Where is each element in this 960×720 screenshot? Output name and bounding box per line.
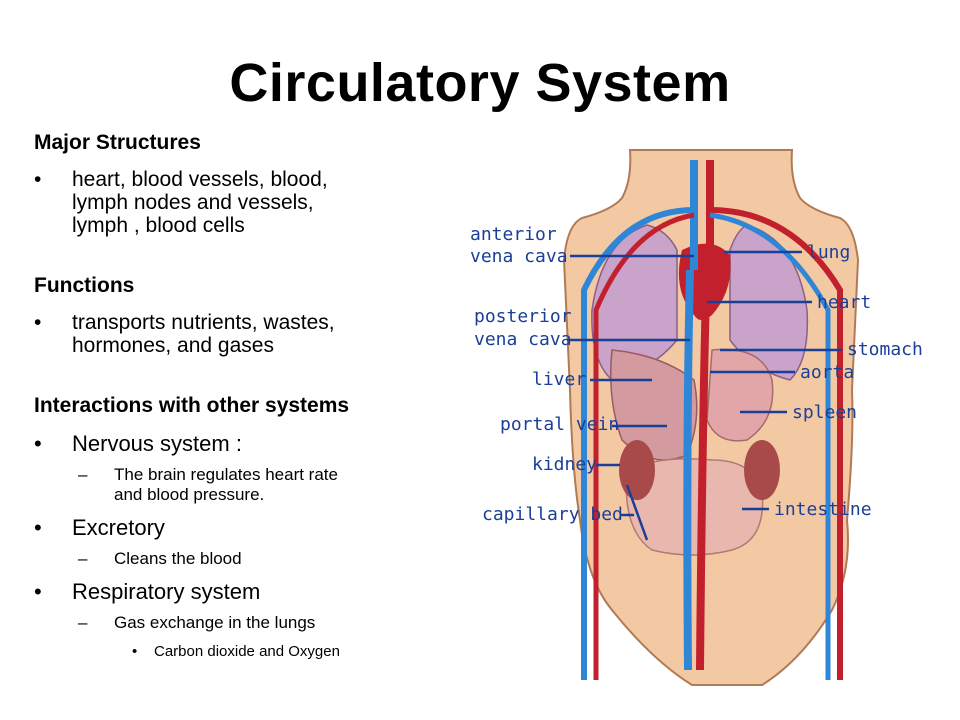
label-capillary-bed: capillary bed	[482, 504, 623, 525]
label-spleen: spleen	[792, 402, 857, 423]
respiratory-sub-bullet: Gas exchange in the lungs	[34, 613, 439, 633]
functions-line-1: transports nutrients, wastes,	[72, 311, 335, 334]
functions-heading: Functions	[34, 274, 135, 297]
major-structures-bullet: heart, blood vessels, blood, lymph nodes…	[34, 168, 439, 237]
label-portal-vein: portal vein	[500, 414, 619, 435]
label-lung: lung	[807, 242, 850, 263]
label-posterior-vena-cava: vena cava	[474, 329, 572, 350]
major-line-2: lymph nodes and vessels,	[72, 191, 314, 214]
left-kidney-illustration	[619, 440, 655, 500]
major-line-1: heart, blood vessels, blood,	[72, 168, 328, 191]
nervous-sub-bullet: The brain regulates heart rate and blood…	[34, 465, 439, 505]
nervous-bullet: Nervous system :	[34, 431, 439, 457]
label-intestine: intestine	[774, 499, 872, 520]
circulatory-diagram-svg: anterior vena cava posterior vena cava l…	[470, 149, 922, 686]
label-posterior: posterior	[474, 306, 572, 327]
label-stomach: stomach	[847, 339, 922, 360]
major-structures-heading: Major Structures	[34, 131, 201, 154]
arm-vessels-right-illustration	[709, 212, 831, 680]
label-kidney: kidney	[532, 454, 597, 475]
arm-vessels-illustration	[581, 207, 695, 680]
label-heart: heart	[817, 292, 871, 313]
major-line-3: lymph , blood cells	[72, 214, 245, 237]
respiratory-subsub-bullet: Carbon dioxide and Oxygen	[34, 643, 439, 661]
respiratory-bullet: Respiratory system	[34, 579, 439, 605]
nervous-sub-line-2: and blood pressure.	[114, 485, 265, 504]
functions-bullet: transports nutrients, wastes, hormones, …	[34, 311, 439, 357]
excretory-sub-bullet: Cleans the blood	[34, 549, 439, 569]
slide-title: Circulatory System	[229, 53, 731, 113]
interactions-heading: Interactions with other systems	[34, 394, 350, 417]
arm-arteries-illustration	[709, 207, 843, 680]
functions-line-2: hormones, and gases	[72, 334, 274, 357]
label-liver: liver	[532, 369, 586, 390]
arm-arteries-left-illustration	[593, 212, 695, 680]
label-anterior: anterior	[470, 224, 557, 245]
label-aorta: aorta	[800, 362, 854, 383]
text-column: Major Structures heart, blood vessels, b…	[34, 130, 439, 661]
circulatory-diagram: anterior vena cava posterior vena cava l…	[462, 140, 922, 695]
nervous-sub-line-1: The brain regulates heart rate	[114, 465, 338, 484]
aorta-illustration	[696, 160, 714, 671]
capillary-bed-bracket	[625, 484, 649, 541]
excretory-bullet: Excretory	[34, 515, 439, 541]
label-anterior-vena-cava: vena cava	[470, 246, 568, 267]
right-kidney-illustration	[744, 440, 780, 500]
